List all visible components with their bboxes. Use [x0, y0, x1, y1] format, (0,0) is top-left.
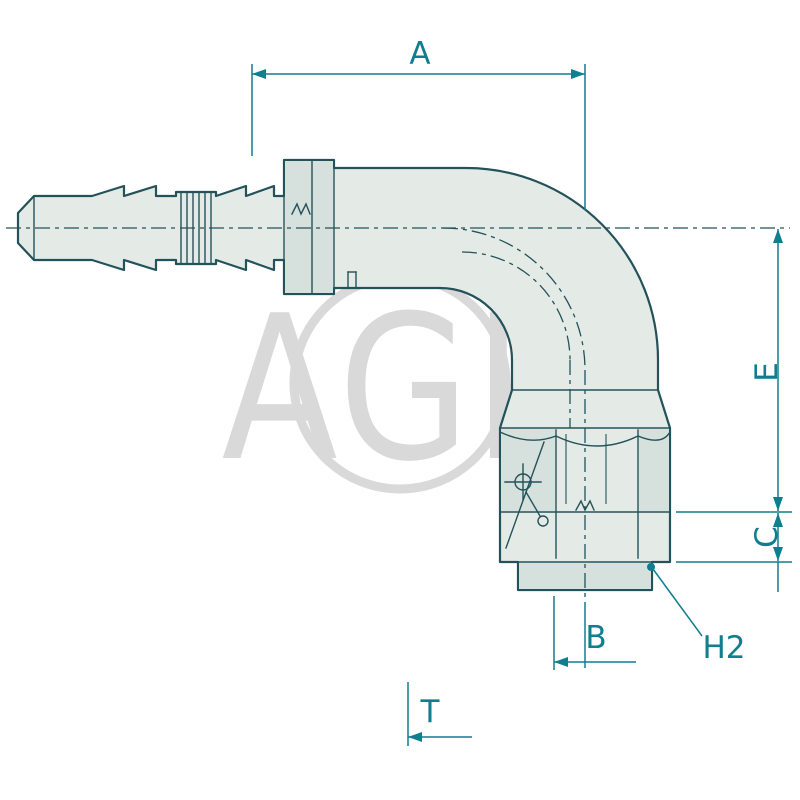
arrow-left-icon	[408, 732, 422, 742]
nut-left-facet-shading	[501, 429, 555, 511]
dimension-c: C	[676, 513, 792, 592]
arrow-down-icon	[773, 497, 783, 511]
bore-hidden-line	[461, 251, 571, 361]
arrow-up-icon	[773, 229, 783, 243]
arrow-left-icon	[252, 69, 266, 79]
dimension-label-e: E	[749, 362, 785, 382]
arrow-left-icon	[554, 657, 568, 667]
dimension-b: B	[553, 596, 636, 670]
dimension-label-a: A	[409, 36, 430, 72]
dimension-t: T	[407, 682, 472, 746]
thread-symbol-shank	[291, 202, 311, 216]
dimension-label-c: C	[749, 526, 785, 548]
weep-hole	[537, 515, 549, 527]
callout-h2: H2	[647, 563, 746, 666]
centerlines	[6, 227, 790, 602]
dimension-label-b: B	[585, 620, 606, 656]
thread-bore-lines	[565, 434, 607, 504]
collar-shading	[285, 161, 333, 293]
leader-dot	[647, 563, 655, 571]
dimension-a: A	[251, 36, 586, 668]
dimension-e: E	[676, 229, 792, 513]
arrow-down-icon	[773, 547, 783, 561]
arrow-up-icon	[773, 513, 783, 527]
nut-right-facet-shading	[639, 429, 669, 511]
bend-centerline	[442, 227, 586, 371]
dimension-label-h2: H2	[702, 630, 745, 666]
dimension-label-t: T	[420, 694, 441, 730]
fitting-body	[16, 158, 672, 592]
arrow-right-icon	[571, 69, 585, 79]
